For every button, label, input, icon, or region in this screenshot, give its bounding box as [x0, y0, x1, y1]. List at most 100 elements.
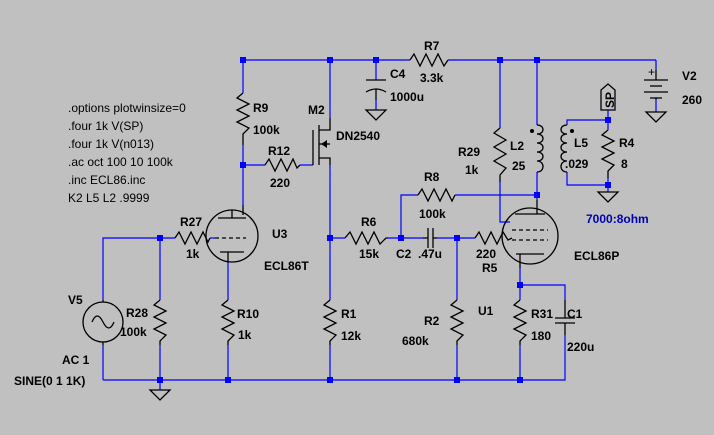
junction-dot	[534, 57, 540, 63]
junction-dot	[327, 377, 333, 383]
r12-resistor-symbol	[264, 157, 301, 173]
r10-value: 1k	[238, 328, 252, 342]
r31-value: 180	[531, 329, 551, 343]
r27-value: 1k	[186, 247, 200, 261]
junction-dot	[605, 182, 611, 188]
l5-name: L5	[574, 136, 588, 150]
r29-name: R29	[458, 145, 480, 159]
v5-name: V5	[68, 293, 83, 307]
r5-value: 220	[476, 247, 496, 261]
r7-value: 3.3k	[420, 71, 444, 85]
c2-capacitor-symbol	[423, 228, 437, 248]
r12-name: R12	[268, 144, 290, 158]
junction-dot	[240, 57, 246, 63]
r10-name: R10	[237, 307, 259, 321]
r28-name: R28	[126, 306, 148, 320]
r27-name: R27	[180, 215, 202, 229]
junction-dot	[605, 117, 611, 123]
u1-tube-symbol	[501, 200, 559, 268]
transformer-ratio-note: 7000:8ohm	[586, 212, 649, 226]
v2-ground-icon	[644, 111, 668, 123]
junction-dot	[534, 192, 540, 198]
r1-value: 12k	[341, 329, 361, 343]
r8-left-wire	[400, 194, 418, 238]
r9-resistor-symbol	[235, 92, 251, 145]
r12-value: 220	[270, 176, 290, 190]
sp-net-flag: SP	[600, 83, 617, 111]
junction-dot	[517, 282, 523, 288]
r9-name: R9	[253, 101, 269, 115]
junction-dot	[157, 235, 163, 241]
r28-value: 100k	[120, 325, 147, 339]
junctions	[157, 57, 611, 383]
v2-plus-sign: +	[648, 65, 655, 79]
directive-line: .options plotwinsize=0	[68, 101, 186, 115]
m2-name: M2	[308, 103, 325, 117]
r8-name: R8	[424, 170, 440, 184]
v2-value: 260	[682, 93, 702, 107]
l5-phase-dot	[570, 129, 574, 133]
resistors	[152, 52, 616, 345]
r29-value: 1k	[465, 163, 479, 177]
v5-top-wire	[102, 237, 175, 300]
r5-resistor-symbol	[474, 230, 513, 246]
r6-name: R6	[361, 215, 377, 229]
junction-dot	[373, 57, 379, 63]
c1-name: C1	[567, 307, 583, 321]
l2-name: L2	[510, 139, 524, 153]
v2-battery-symbol: +	[644, 65, 668, 100]
c2-value: .47u	[418, 247, 442, 261]
r4-name: R4	[619, 136, 635, 150]
r7-resistor-symbol	[409, 52, 449, 68]
directive-line: .four 1k V(SP)	[68, 119, 143, 133]
spice-directives: .options plotwinsize=0 .four 1k V(SP) .f…	[68, 101, 186, 205]
c1-value: 220u	[567, 340, 594, 354]
r28-resistor-symbol	[152, 299, 168, 345]
l2-phase-dot	[530, 129, 534, 133]
u1-cathode-wire	[519, 268, 566, 300]
directive-line: .four 1k V(n013)	[68, 137, 154, 151]
c4-capacitor-symbol	[365, 79, 387, 100]
r31-name: R31	[531, 307, 553, 321]
r6-resistor-symbol	[344, 230, 388, 246]
u1-name: U1	[478, 304, 494, 318]
junction-dot	[497, 57, 503, 63]
c1-capacitor-symbol	[555, 300, 575, 335]
c2-name: C2	[396, 247, 412, 261]
r6-value: 15k	[359, 247, 379, 261]
ground-symbols	[148, 109, 668, 401]
junction-dot	[327, 235, 333, 241]
l5-top-wire	[566, 119, 609, 130]
r29-bottom-wire	[499, 182, 510, 223]
r8-resistor-symbol	[417, 187, 456, 203]
r9-value: 100k	[253, 123, 280, 137]
r5-name: R5	[482, 261, 498, 275]
r4-value: 8	[621, 157, 628, 171]
junction-dot	[517, 377, 523, 383]
inductors	[530, 124, 574, 173]
c4-ground-icon	[364, 109, 388, 121]
sp-ground-icon	[596, 191, 620, 203]
capacitors	[365, 79, 575, 335]
v5-value: AC 1	[62, 353, 90, 367]
l5-value: .029	[565, 157, 589, 171]
u3-name: U3	[272, 227, 288, 241]
m2-value: DN2540	[336, 129, 380, 143]
directive-line: K2 L5 L2 .9999	[68, 191, 150, 205]
junction-dot	[240, 162, 246, 168]
l5-inductor-symbol	[560, 124, 568, 173]
l2-inductor-symbol	[536, 124, 544, 173]
r2-value: 680k	[402, 334, 429, 348]
u1-value: ECL86P	[574, 249, 619, 263]
junction-dot	[454, 235, 460, 241]
junction-dot	[327, 57, 333, 63]
junction-dot	[225, 377, 231, 383]
sp-label: SP	[603, 92, 617, 108]
directive-line: .inc ECL86.inc	[68, 173, 145, 187]
c4-value: 1000u	[390, 90, 424, 104]
r31-resistor-symbol	[512, 299, 528, 345]
r10-resistor-symbol	[220, 299, 236, 345]
v5-source-symbol	[82, 300, 124, 345]
